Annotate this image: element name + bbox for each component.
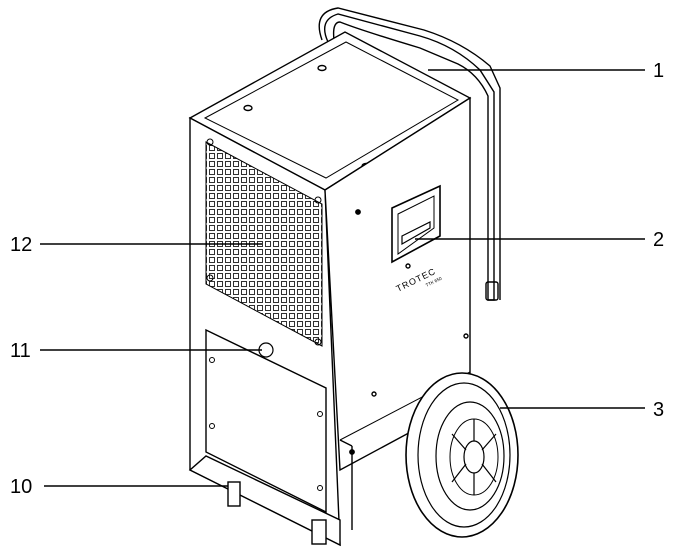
callout-11: 11	[10, 340, 31, 362]
callout-2: 2	[653, 229, 664, 251]
housing-base	[188, 439, 353, 547]
wheel	[405, 372, 519, 538]
callout-10: 10	[10, 476, 32, 498]
air-intake-grille	[205, 138, 323, 347]
callout-3: 3	[653, 399, 664, 421]
leader-lines	[40, 69, 645, 487]
carrying-handle	[391, 184, 441, 264]
callout-12: 12	[10, 234, 32, 256]
callout-1: 1	[653, 60, 664, 82]
transport-handle	[318, 7, 501, 301]
